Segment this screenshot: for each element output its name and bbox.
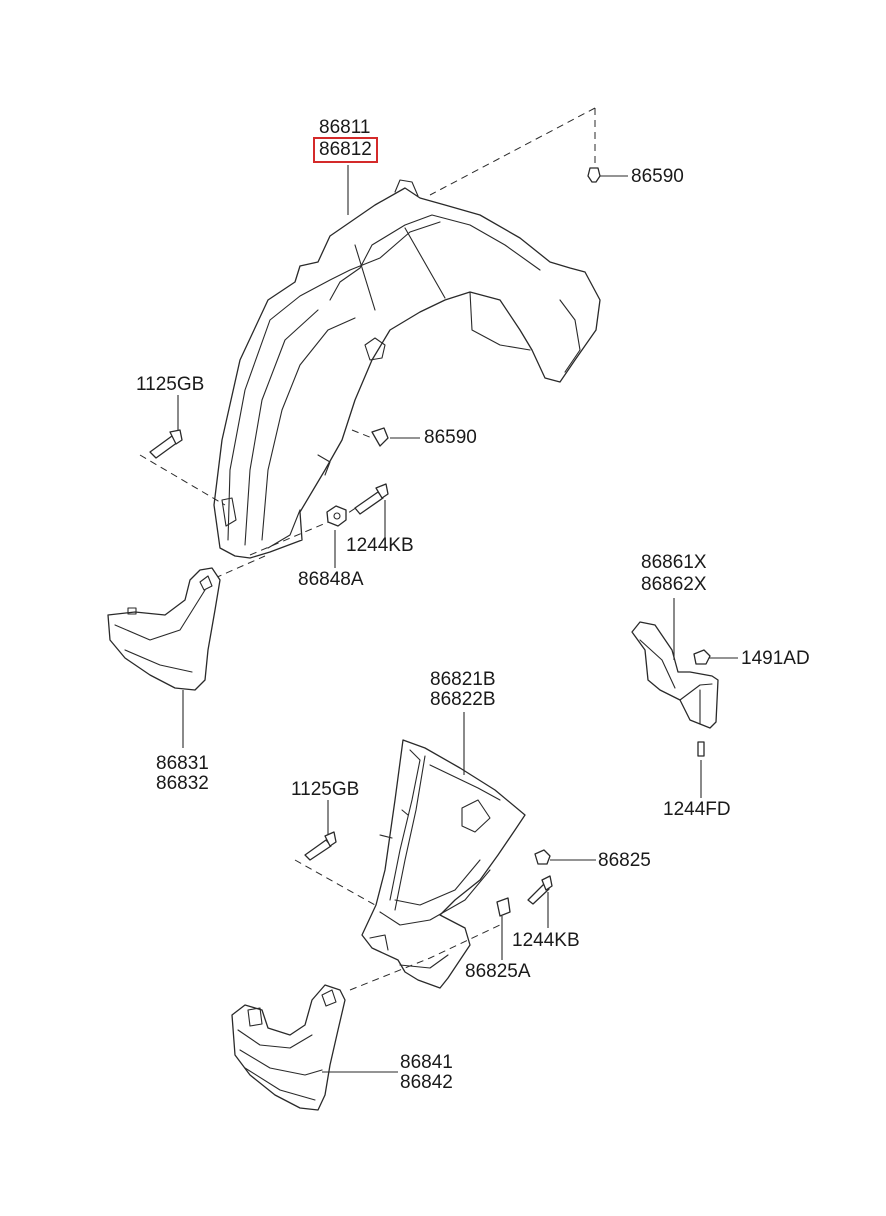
label-86842[interactable]: 86842 xyxy=(400,1072,453,1093)
clip-86590-mid xyxy=(371,427,389,447)
label-86848a[interactable]: 86848A xyxy=(298,569,364,590)
bolt-1244kb-bottom xyxy=(527,875,553,905)
label-1491ad[interactable]: 1491AD xyxy=(741,648,810,669)
bolt-1125gb-bottom xyxy=(304,831,337,861)
bolt-1125gb-top xyxy=(149,429,183,459)
label-1125gb-bottom[interactable]: 1125GB xyxy=(291,779,360,800)
front-mudguard xyxy=(107,567,221,691)
label-86822b[interactable]: 86822B xyxy=(430,689,496,710)
label-86832[interactable]: 86832 xyxy=(156,773,209,794)
label-86825a[interactable]: 86825A xyxy=(465,961,531,982)
label-86590-top[interactable]: 86590 xyxy=(631,166,684,187)
screw-1244fd xyxy=(697,741,705,757)
label-86825[interactable]: 86825 xyxy=(598,850,651,871)
label-86590-mid[interactable]: 86590 xyxy=(424,427,477,448)
label-86861x[interactable]: 86861X xyxy=(641,552,707,573)
label-1125gb-top[interactable]: 1125GB xyxy=(136,374,205,395)
label-86862x[interactable]: 86862X xyxy=(641,574,707,595)
side-guard xyxy=(631,621,719,729)
rear-mudguard xyxy=(231,984,346,1111)
label-86821b[interactable]: 86821B xyxy=(430,669,496,690)
label-1244kb-mid[interactable]: 1244KB xyxy=(346,535,414,556)
label-1244kb-bottom[interactable]: 1244KB xyxy=(512,930,580,951)
clip-1491ad xyxy=(693,649,711,665)
nut-86825 xyxy=(534,849,551,865)
clip-86825a xyxy=(496,897,511,917)
screw-86590-top xyxy=(587,167,601,183)
bolt-1244kb-mid xyxy=(354,483,389,515)
nut-86848a xyxy=(326,505,347,527)
rear-wheel-liner xyxy=(361,739,526,989)
label-86811[interactable]: 86811 xyxy=(319,117,371,138)
label-86831[interactable]: 86831 xyxy=(156,753,209,774)
front-wheel-liner xyxy=(213,179,601,559)
label-1244fd[interactable]: 1244FD xyxy=(663,799,731,820)
label-86841[interactable]: 86841 xyxy=(400,1052,453,1073)
label-86812-highlighted[interactable]: 86812 xyxy=(313,137,378,163)
